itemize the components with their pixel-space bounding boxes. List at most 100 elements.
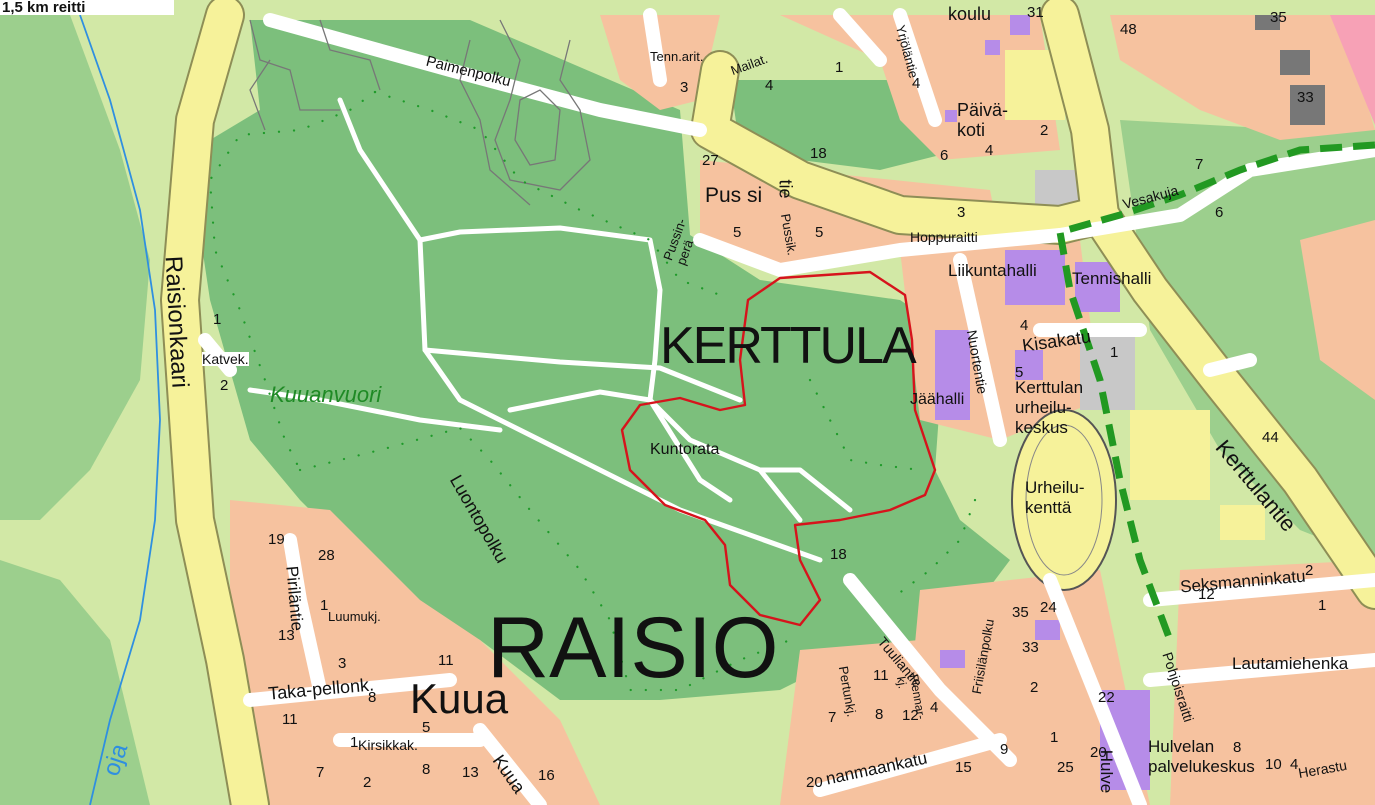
district-kerttula: KERTTULA xyxy=(660,317,917,375)
residential-block xyxy=(1170,560,1375,805)
paivakoti-line: Päivä- xyxy=(957,100,1009,120)
house-number: 16 xyxy=(538,767,555,784)
residential-block xyxy=(1300,220,1375,400)
house-number: 12 xyxy=(902,707,919,724)
pink-area xyxy=(1330,15,1375,125)
street-tenn-arit: Tenn.arit. xyxy=(650,49,704,64)
house-number: 31 xyxy=(1027,4,1044,21)
house-number: 2 xyxy=(220,377,229,394)
house-number: 3 xyxy=(338,655,347,672)
house-number: 9 xyxy=(1000,741,1009,758)
place-hulvela: Hulvelan palvelukeskus xyxy=(1148,737,1255,777)
place-urheilukentta: Urheilu- kenttä xyxy=(1025,478,1085,518)
house-number: 44 xyxy=(1262,429,1279,446)
house-number: 25 xyxy=(1057,759,1074,776)
house-number: 7 xyxy=(1195,156,1204,173)
urheilukentta-line: kenttä xyxy=(1025,498,1072,517)
place-jaahalli: Jäähalli xyxy=(910,391,965,408)
house-number: 35 xyxy=(1012,604,1029,621)
streets xyxy=(198,8,1375,805)
house-number: 7 xyxy=(316,764,325,781)
house-number: 5 xyxy=(1015,364,1024,381)
stream-line xyxy=(79,14,161,805)
house-number: 1 xyxy=(835,59,844,76)
hulvela-line: Hulvelan xyxy=(1148,737,1215,756)
house-number: 10 xyxy=(1265,756,1282,773)
house-number: 8 xyxy=(422,761,431,778)
house-number: 1 xyxy=(350,734,359,751)
street-kirsikkak: Kirsikkak. xyxy=(358,737,418,753)
park-area xyxy=(195,20,1010,700)
house-number: 8 xyxy=(875,706,884,723)
house-number: 22 xyxy=(1098,689,1115,706)
house-number: 6 xyxy=(940,147,949,164)
street-pussitie: Pus si xyxy=(705,184,763,207)
place-urheilukeskus: Kerttulan urheilu- keskus xyxy=(1015,378,1083,438)
house-number: 1 xyxy=(1050,729,1059,746)
house-number: 3 xyxy=(957,204,966,221)
house-number: 8 xyxy=(1233,739,1242,756)
house-number: 5 xyxy=(815,224,824,241)
house-number: 13 xyxy=(278,627,295,644)
house-number: 19 xyxy=(268,531,285,548)
place-kuuanvuori: Kuuanvuori xyxy=(270,382,382,407)
house-number: 1 xyxy=(1110,344,1119,361)
house-number: 11 xyxy=(282,711,298,728)
house-number: 4 xyxy=(1020,317,1029,334)
street-hoppuraitti: Hoppuraitti xyxy=(910,229,978,245)
house-number: 24 xyxy=(1040,599,1057,616)
house-number: 2 xyxy=(1305,562,1314,579)
outdoor-route xyxy=(1056,141,1375,642)
street-tie: tie xyxy=(775,179,796,199)
house-number: 11 xyxy=(438,652,454,669)
yellow-area xyxy=(1130,410,1210,500)
running-route xyxy=(620,270,937,627)
house-number: 4 xyxy=(1290,756,1299,773)
house-number: 18 xyxy=(830,546,847,563)
house-number: 2 xyxy=(1030,679,1039,696)
street-lautamiehenkatu: Lautamiehenka xyxy=(1232,654,1349,673)
house-number: 28 xyxy=(318,547,335,564)
house-number: 33 xyxy=(1022,639,1039,656)
house-number: 20 xyxy=(1090,744,1107,761)
urheilukeskus-line: keskus xyxy=(1015,418,1068,437)
house-number: 20 xyxy=(806,774,823,791)
sports-field-inner xyxy=(1025,424,1103,576)
street-raisionkaari: Raisionkaari xyxy=(159,255,194,389)
house-number: 4 xyxy=(765,77,774,94)
house-number: 33 xyxy=(1297,89,1314,106)
house-number: 27 xyxy=(702,152,719,169)
street-luumukj: Luumukj. xyxy=(328,609,381,624)
house-number: 1 xyxy=(1318,597,1327,614)
house-number: 48 xyxy=(1120,21,1137,38)
house-number: 18 xyxy=(810,145,827,162)
urheilukeskus-line: Kerttulan xyxy=(1015,378,1084,397)
hulvela-line: palvelukeskus xyxy=(1148,757,1255,776)
urheilukeskus-line: urheilu- xyxy=(1015,398,1072,417)
house-number: 1 xyxy=(213,311,222,328)
house-number: 2 xyxy=(363,774,372,791)
house-number: 13 xyxy=(462,764,479,781)
house-number: 4 xyxy=(985,142,994,159)
house-number: 7 xyxy=(828,709,837,726)
place-paivakoti: Päivä- koti xyxy=(957,100,1008,140)
main-roads xyxy=(162,0,1375,805)
house-number: 5 xyxy=(422,719,431,736)
house-number: 4 xyxy=(930,699,939,716)
place-koulu: koulu xyxy=(948,4,992,24)
paivakoti-line: koti xyxy=(957,120,986,140)
place-tennishalli: Tennishalli xyxy=(1072,269,1152,288)
residential-block xyxy=(230,500,600,805)
house-number: 35 xyxy=(1270,9,1287,26)
nature-trail xyxy=(208,90,977,692)
urheilukentta-line: Urheilu- xyxy=(1025,478,1085,497)
grey-buildings xyxy=(1255,15,1325,125)
house-number: 4 xyxy=(912,75,921,92)
house-number: 12 xyxy=(1198,586,1215,603)
terrain-lines xyxy=(249,19,591,206)
map-title: 1,5 km reitti xyxy=(0,0,174,15)
house-number: 2 xyxy=(1040,122,1049,139)
house-number: 15 xyxy=(955,759,972,776)
